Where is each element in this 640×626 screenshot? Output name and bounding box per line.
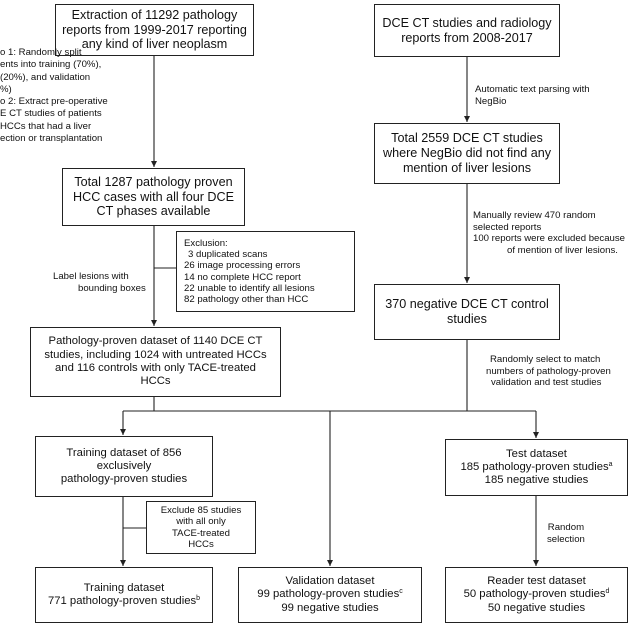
note-steps-line: ents into training (70%), (0, 59, 102, 71)
box-exclude85-line: HCCs (188, 538, 214, 550)
box-total-hcc-line: Total 1287 pathology proven (74, 174, 233, 189)
box-exclude85-line: Exclude 85 studies (160, 504, 242, 516)
note-steps: o 1: Randomly split ents into training (… (0, 47, 108, 145)
box-total-hcc-line: CT phases available (96, 204, 211, 219)
footnote-a: a (608, 460, 613, 468)
note-label-line: bounding boxes (78, 282, 146, 294)
box-pathology-dataset-line: studies, including 1024 with untreated H… (44, 348, 267, 361)
box-exclude85-line: TACE-treated (172, 527, 230, 539)
box-exclusion-line: 26 image processing errors (184, 260, 301, 272)
note-manual-line: selected reports (473, 221, 542, 233)
box-test-line2: 185 pathology-proven studiesa (460, 461, 612, 474)
box-pathology-dataset: Pathology-proven dataset of 1140 DCE CT … (30, 327, 281, 397)
note-steps-line: o 1: Randomly split (0, 47, 82, 58)
box-training-771-title: Training dataset (83, 581, 165, 594)
note-negbio: Automatic text parsing with NegBio (475, 84, 590, 107)
note-random-match: Randomly select to match numbers of path… (486, 354, 611, 389)
box-training-856-line: exclusively (96, 459, 152, 472)
box-exclusion-line: 14 no complete HCC report (184, 271, 301, 283)
note-label-line: Label lesions with (53, 271, 129, 282)
box-exclusion-line: 3 duplicated scans (188, 248, 268, 260)
note-negbio-line: NegBio (475, 95, 507, 107)
note-steps-line: %) (0, 83, 12, 95)
footnote-d: d (605, 588, 610, 596)
note-manual-review: Manually review 470 random selected repo… (473, 210, 625, 256)
box-negative-control: 370 negative DCE CT control studies (374, 284, 560, 340)
box-dce-reports-line: DCE CT studies and radiology (382, 15, 552, 30)
note-steps-line: HCCs that had a liver (0, 120, 92, 132)
box-reader-test-pathology-count: 50 pathology-proven studies (463, 588, 606, 601)
note-label-lesions: Label lesions with bounding boxes (53, 271, 146, 294)
box-exclusion: Exclusion: 3 duplicated scans 26 image p… (176, 231, 355, 312)
box-validation-pathology-count: 99 pathology-proven studies (257, 588, 400, 601)
box-extraction: Extraction of 11292 pathology reports fr… (55, 4, 254, 56)
note-random-selection-line: Random (547, 522, 585, 533)
box-training-771-count: 771 pathology-proven studies (47, 595, 197, 607)
box-total-dce: Total 2559 DCE CT studies where NegBio d… (374, 123, 560, 184)
note-random-match-line: validation and test studies (491, 377, 602, 388)
box-training-856-line: pathology-proven studies (60, 473, 188, 486)
box-exclusion-line: Exclusion: (184, 237, 228, 249)
box-reader-test-title: Reader test dataset (487, 575, 586, 587)
box-reader-test: Reader test dataset 50 pathology-proven … (445, 567, 628, 623)
box-exclude85-line: with all only (176, 516, 226, 528)
box-test-pathology-count: 185 pathology-proven studies (460, 460, 609, 473)
box-total-hcc-line: HCC cases with all four DCE (73, 189, 234, 204)
box-dce-reports: DCE CT studies and radiology reports fro… (374, 4, 560, 57)
box-exclusion-line: 22 unable to identify all lesions (184, 282, 315, 294)
note-manual-line: Manually review 470 random (473, 210, 596, 221)
box-test-negative-count: 185 negative studies (484, 474, 589, 487)
box-pathology-dataset-line: Pathology-proven dataset of 1140 DCE CT (48, 335, 263, 348)
box-dce-reports-line: reports from 2008-2017 (401, 30, 533, 45)
box-pathology-dataset-line: and 116 controls with only TACE-treated (55, 362, 256, 374)
note-negbio-line: Automatic text parsing with (475, 84, 590, 95)
note-random-match-line: numbers of pathology-proven (486, 365, 611, 377)
note-random-match-line: Randomly select to match (490, 354, 601, 365)
box-reader-test-line2: 50 pathology-proven studiesd (464, 588, 610, 601)
box-negative-control-line: studies (447, 312, 487, 326)
box-extraction-line: Extraction of 11292 pathology (71, 7, 238, 22)
box-test: Test dataset 185 pathology-proven studie… (445, 439, 628, 496)
box-validation-line2: 99 pathology-proven studiesc (257, 588, 402, 601)
note-steps-line: E CT studies of patients (0, 108, 102, 120)
box-exclude85: Exclude 85 studies with all only TACE-tr… (146, 501, 256, 554)
box-training-856-line: Training dataset of 856 (66, 446, 182, 459)
box-training-856: Training dataset of 856 exclusively path… (35, 436, 213, 497)
box-total-dce-line: Total 2559 DCE CT studies (391, 131, 543, 146)
box-validation-negative-count: 99 negative studies (281, 601, 379, 614)
note-steps-line: o 2: Extract pre-operative (0, 96, 108, 108)
box-extraction-line: any kind of liver neoplasm (81, 37, 228, 52)
box-total-hcc: Total 1287 pathology proven HCC cases wi… (62, 168, 245, 226)
box-test-title: Test dataset (506, 447, 567, 460)
box-pathology-dataset-line: HCCs (140, 375, 171, 388)
note-steps-line: (20%), and validation (0, 71, 91, 83)
footnote-c: c (399, 588, 403, 596)
box-exclusion-line: 82 pathology other than HCC (184, 294, 309, 306)
box-total-dce-line: mention of liver lesions (402, 160, 532, 175)
box-validation-title: Validation dataset (285, 575, 375, 587)
note-random-selection-line: selection (547, 533, 585, 545)
box-reader-test-negative-count: 50 negative studies (487, 601, 586, 614)
footnote-b: b (196, 595, 201, 603)
box-training-771: Training dataset 771 pathology-proven st… (35, 567, 213, 623)
note-manual-line: 100 reports were excluded because (473, 233, 625, 244)
note-random-selection: Random selection (547, 522, 585, 545)
note-manual-line: of mention of liver lesions. (507, 244, 618, 256)
box-training-771-line2: 771 pathology-proven studiesb (48, 595, 200, 608)
note-steps-line: ection or transplantation (0, 132, 103, 144)
box-extraction-line: reports from 1999-2017 reporting (62, 22, 247, 37)
box-validation: Validation dataset 99 pathology-proven s… (238, 567, 422, 623)
box-total-dce-line: where NegBio did not find any (382, 146, 552, 161)
box-negative-control-line: 370 negative DCE CT control (385, 297, 549, 312)
